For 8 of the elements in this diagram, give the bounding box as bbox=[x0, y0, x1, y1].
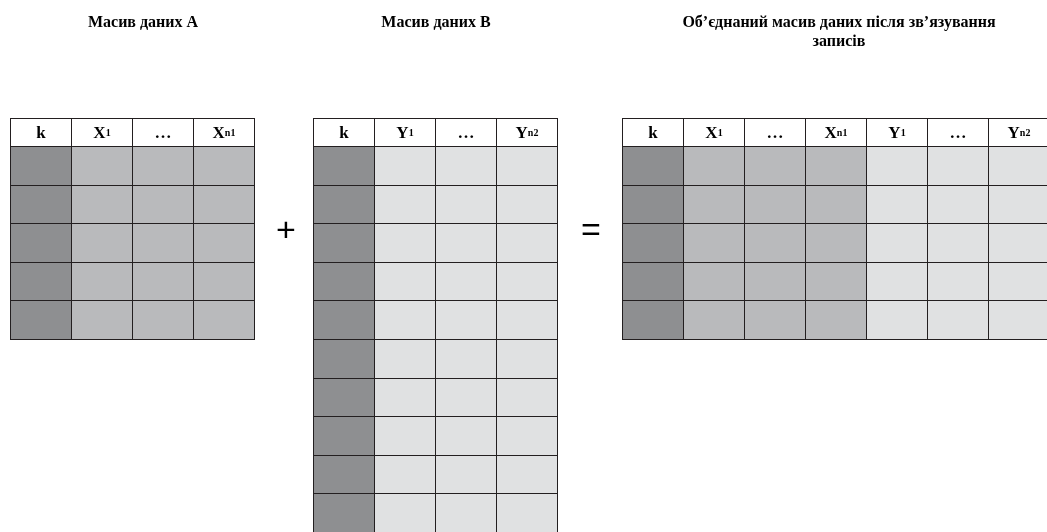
table-title: Масив даних А bbox=[86, 12, 200, 31]
table-title: Масив даних В bbox=[380, 12, 492, 31]
equals-sign: = bbox=[581, 212, 601, 246]
column-header: k bbox=[622, 118, 684, 147]
column-header: k bbox=[313, 118, 375, 147]
column-header: k bbox=[10, 118, 72, 147]
table-title: Об’єднаний масив даних після зв’язування записів bbox=[681, 12, 997, 50]
plus-sign: + bbox=[276, 212, 296, 246]
